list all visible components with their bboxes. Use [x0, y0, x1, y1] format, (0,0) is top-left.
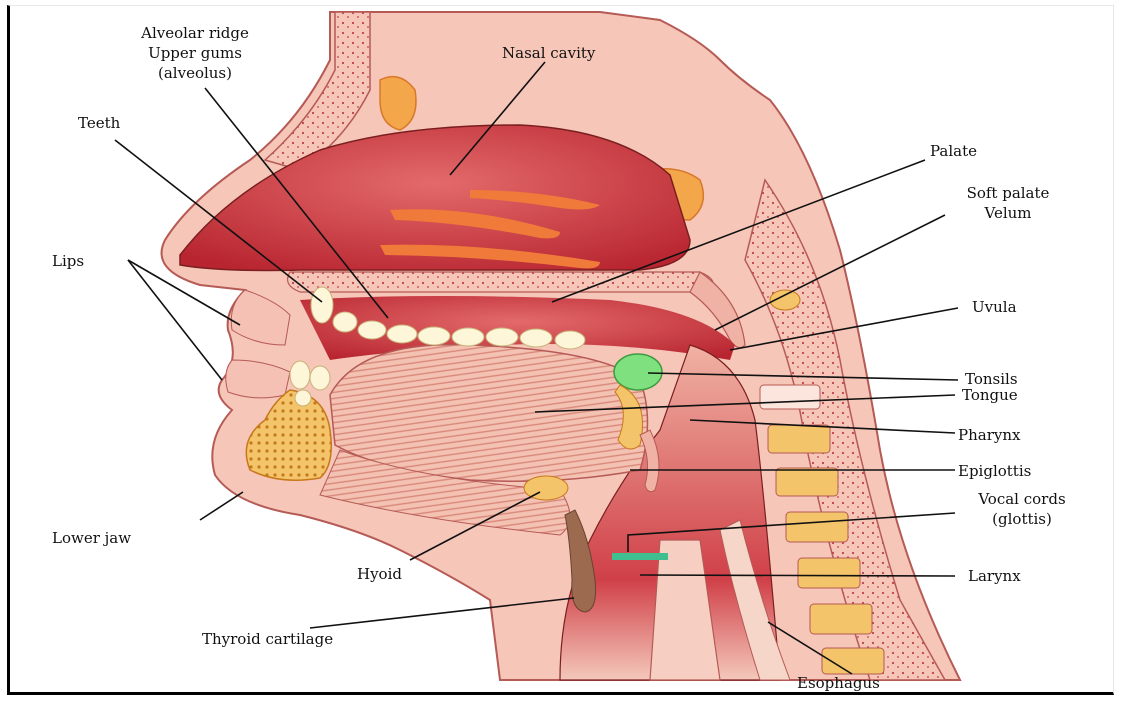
label-vocal-cords-1: Vocal cords — [977, 490, 1065, 508]
label-tongue: Tongue — [962, 386, 1018, 404]
label-lips: Lips — [52, 252, 84, 270]
label-vocal-cords-2: (glottis) — [992, 510, 1052, 528]
label-soft-palate-2: Velum — [983, 204, 1031, 222]
hard-palate — [288, 272, 714, 292]
tongue-shape — [330, 345, 648, 482]
tonsil-shape — [614, 354, 662, 390]
label-alveolar-ridge-1: Alveolar ridge — [140, 24, 249, 42]
label-alveolar-ridge-2: Upper gums — [148, 44, 242, 62]
label-alveolar-ridge-3: (alveolus) — [158, 64, 232, 82]
label-larynx: Larynx — [968, 567, 1021, 585]
label-palate: Palate — [930, 142, 977, 160]
label-esophagus: Esophagus — [797, 674, 880, 692]
label-thyroid-cartilage: Thyroid cartilage — [202, 630, 333, 648]
label-nasal-cavity: Nasal cavity — [502, 44, 596, 62]
label-hyoid: Hyoid — [357, 565, 402, 583]
label-pharynx: Pharynx — [958, 426, 1021, 444]
vocal-cords-shape — [612, 553, 668, 560]
label-teeth: Teeth — [78, 114, 121, 132]
label-soft-palate-1: Soft palate — [967, 184, 1050, 202]
label-lower-jaw: Lower jaw — [52, 529, 131, 547]
label-uvula: Uvula — [972, 298, 1017, 316]
label-epiglottis: Epiglottis — [958, 462, 1031, 480]
